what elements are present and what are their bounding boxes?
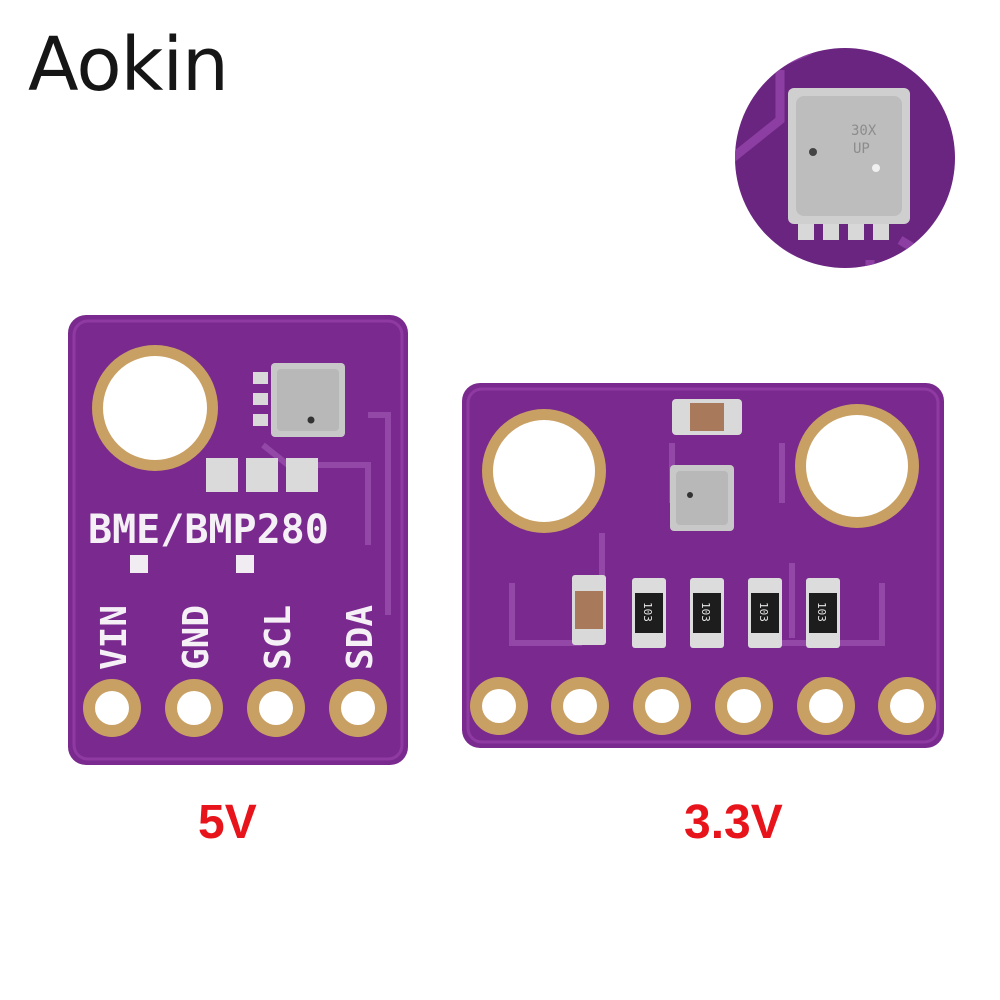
pin-label-vin: VIN	[94, 605, 135, 670]
board-3v3: 103 103 103 103	[462, 383, 944, 748]
board-5v: BME/BMP280 VIN GND SCL SDA	[68, 315, 408, 765]
closeup-chip-line2: UP	[853, 141, 870, 157]
pin-label-scl: SCL	[258, 605, 299, 670]
resistor-code-1: 103	[641, 602, 654, 622]
closeup-chip-line1: 30X	[851, 123, 877, 139]
resistor-code-2: 103	[699, 602, 712, 622]
resistor-code-3: 103	[757, 602, 770, 622]
chip-closeup: 30X UP	[735, 48, 955, 268]
board-5v-title: BME/BMP280	[88, 507, 329, 553]
voltage-label-3v3: 3.3V	[684, 796, 783, 849]
pin-label-gnd: GND	[176, 605, 217, 670]
voltage-label-5v: 5V	[198, 796, 257, 849]
resistor-code-4: 103	[815, 602, 828, 622]
pin-label-sda: SDA	[340, 605, 381, 670]
brand-logo: Aokin	[28, 22, 229, 108]
